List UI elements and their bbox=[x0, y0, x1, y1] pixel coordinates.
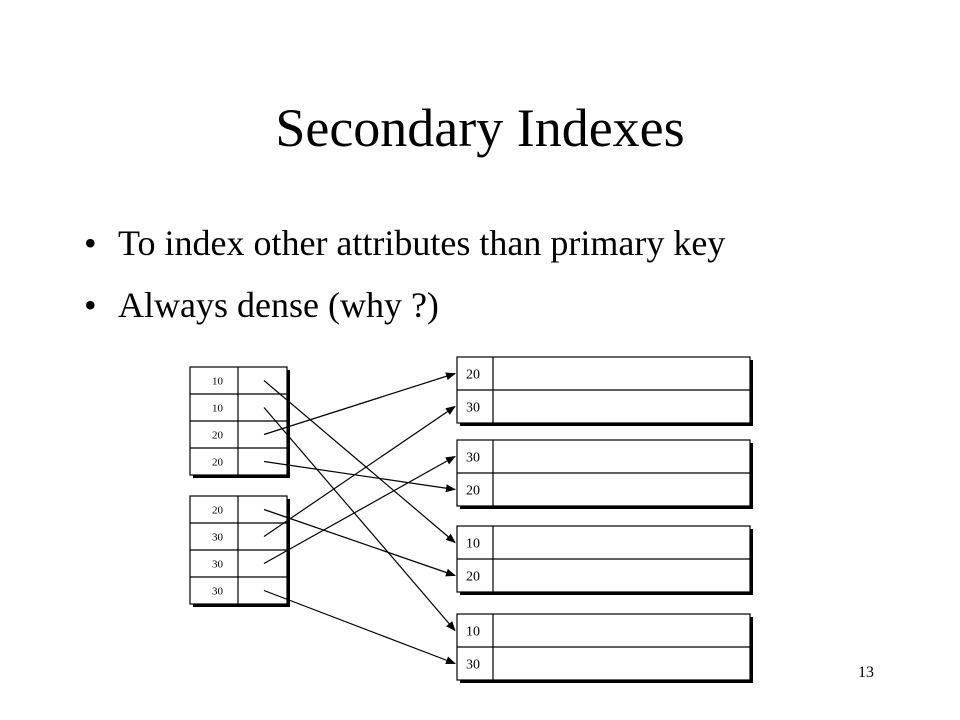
pointer-arrow bbox=[263, 407, 456, 632]
index-block-2-key: 30 bbox=[212, 558, 224, 570]
data-block-2: 30 20 bbox=[456, 439, 753, 509]
bullet-text: Always dense (why ?) bbox=[118, 285, 439, 325]
data-block-3: 10 20 bbox=[456, 525, 753, 595]
bullet-item: • To index other attributes than primary… bbox=[84, 218, 725, 280]
data-block-4-key: 10 bbox=[466, 624, 480, 639]
data-block-4: 10 30 bbox=[456, 613, 753, 683]
index-block-1-key: 10 bbox=[212, 402, 224, 414]
data-block-3-key: 10 bbox=[466, 536, 480, 551]
bullet-marker: • bbox=[84, 223, 97, 263]
page-number: 13 bbox=[858, 664, 874, 681]
bullet-marker: • bbox=[84, 285, 97, 325]
index-block-1: 10 10 20 20 bbox=[189, 366, 290, 478]
pointer-arrow bbox=[263, 508, 456, 577]
bullet-text: To index other attributes than primary k… bbox=[118, 223, 726, 263]
pointer-arrow bbox=[263, 455, 456, 565]
bullet-list: • To index other attributes than primary… bbox=[84, 218, 725, 342]
pointer-arrow bbox=[263, 372, 456, 436]
slide-title: Secondary Indexes bbox=[275, 98, 685, 158]
index-block-1-key: 20 bbox=[212, 456, 224, 468]
index-block-2: 20 30 30 30 bbox=[189, 495, 290, 607]
bullet-item: • Always dense (why ?) bbox=[84, 280, 725, 342]
pointer-arrow bbox=[263, 589, 456, 665]
pointer-arrow bbox=[263, 460, 456, 493]
data-block-1-key: 20 bbox=[466, 367, 480, 382]
data-block-4-key: 30 bbox=[466, 657, 480, 672]
data-block-2-key: 20 bbox=[466, 483, 480, 498]
data-block-3-key: 20 bbox=[466, 569, 480, 584]
data-block-1-key: 30 bbox=[466, 400, 480, 415]
index-block-1-key: 20 bbox=[212, 429, 224, 441]
index-block-2-key: 20 bbox=[212, 504, 224, 516]
index-block-2-key: 30 bbox=[212, 531, 224, 543]
pointer-arrow bbox=[263, 380, 456, 544]
index-block-1-key: 10 bbox=[212, 375, 224, 387]
data-block-2-key: 30 bbox=[466, 450, 480, 465]
index-block-2-key: 30 bbox=[212, 585, 224, 597]
pointer-arrow bbox=[263, 405, 456, 537]
